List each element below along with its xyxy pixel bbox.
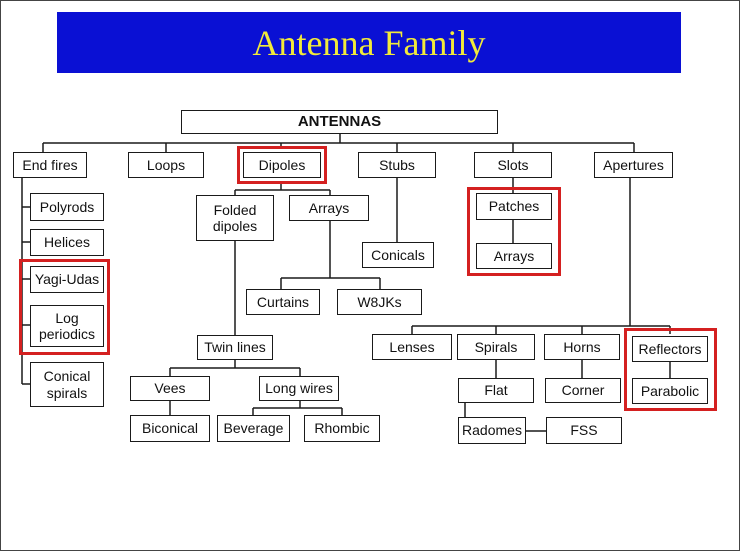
node-biconical: Biconical	[130, 415, 210, 442]
node-stubs: Stubs	[358, 152, 436, 178]
node-polyrods: Polyrods	[30, 193, 104, 221]
node-apertures: Apertures	[594, 152, 673, 178]
node-vees: Vees	[130, 376, 210, 401]
highlight-reflectors-parabolic	[624, 328, 717, 411]
node-dipoles: Dipoles	[243, 152, 321, 178]
node-slot-arrays: Arrays	[476, 243, 552, 269]
node-rhombic: Rhombic	[304, 415, 380, 442]
node-folded-dipoles: Folded dipoles	[196, 195, 274, 241]
node-yagi-udas: Yagi-Udas	[30, 266, 104, 293]
node-parabolic: Parabolic	[632, 378, 708, 404]
node-flat: Flat	[458, 378, 534, 403]
node-patches: Patches	[476, 193, 552, 220]
node-w8jks: W8JKs	[337, 289, 422, 315]
node-end-fires: End fires	[13, 152, 87, 178]
node-dipole-arrays: Arrays	[289, 195, 369, 221]
node-horns: Horns	[544, 334, 620, 360]
highlight-yagi-log-periodic	[19, 259, 110, 355]
node-long-wires: Long wires	[259, 376, 339, 401]
node-conicals: Conicals	[362, 242, 434, 268]
node-fss: FSS	[546, 417, 622, 444]
node-twin-lines: Twin lines	[197, 335, 273, 360]
node-curtains: Curtains	[246, 289, 320, 315]
title-banner: Antenna Family	[57, 12, 681, 73]
node-spirals: Spirals	[457, 334, 535, 360]
node-conical-spirals: Conical spirals	[30, 362, 104, 407]
node-radomes: Radomes	[458, 417, 526, 444]
highlight-dipoles	[237, 146, 327, 184]
highlight-slot-patches-arrays	[467, 187, 561, 276]
slide-title: Antenna Family	[252, 22, 486, 63]
node-antennas: ANTENNAS	[181, 110, 498, 134]
node-lenses: Lenses	[372, 334, 452, 360]
node-slots: Slots	[474, 152, 552, 178]
node-corner: Corner	[545, 378, 621, 403]
node-helices: Helices	[30, 229, 104, 256]
node-loops: Loops	[128, 152, 204, 178]
node-reflectors: Reflectors	[632, 336, 708, 362]
node-beverage: Beverage	[217, 415, 290, 442]
node-log-periodics: Log periodics	[30, 305, 104, 347]
